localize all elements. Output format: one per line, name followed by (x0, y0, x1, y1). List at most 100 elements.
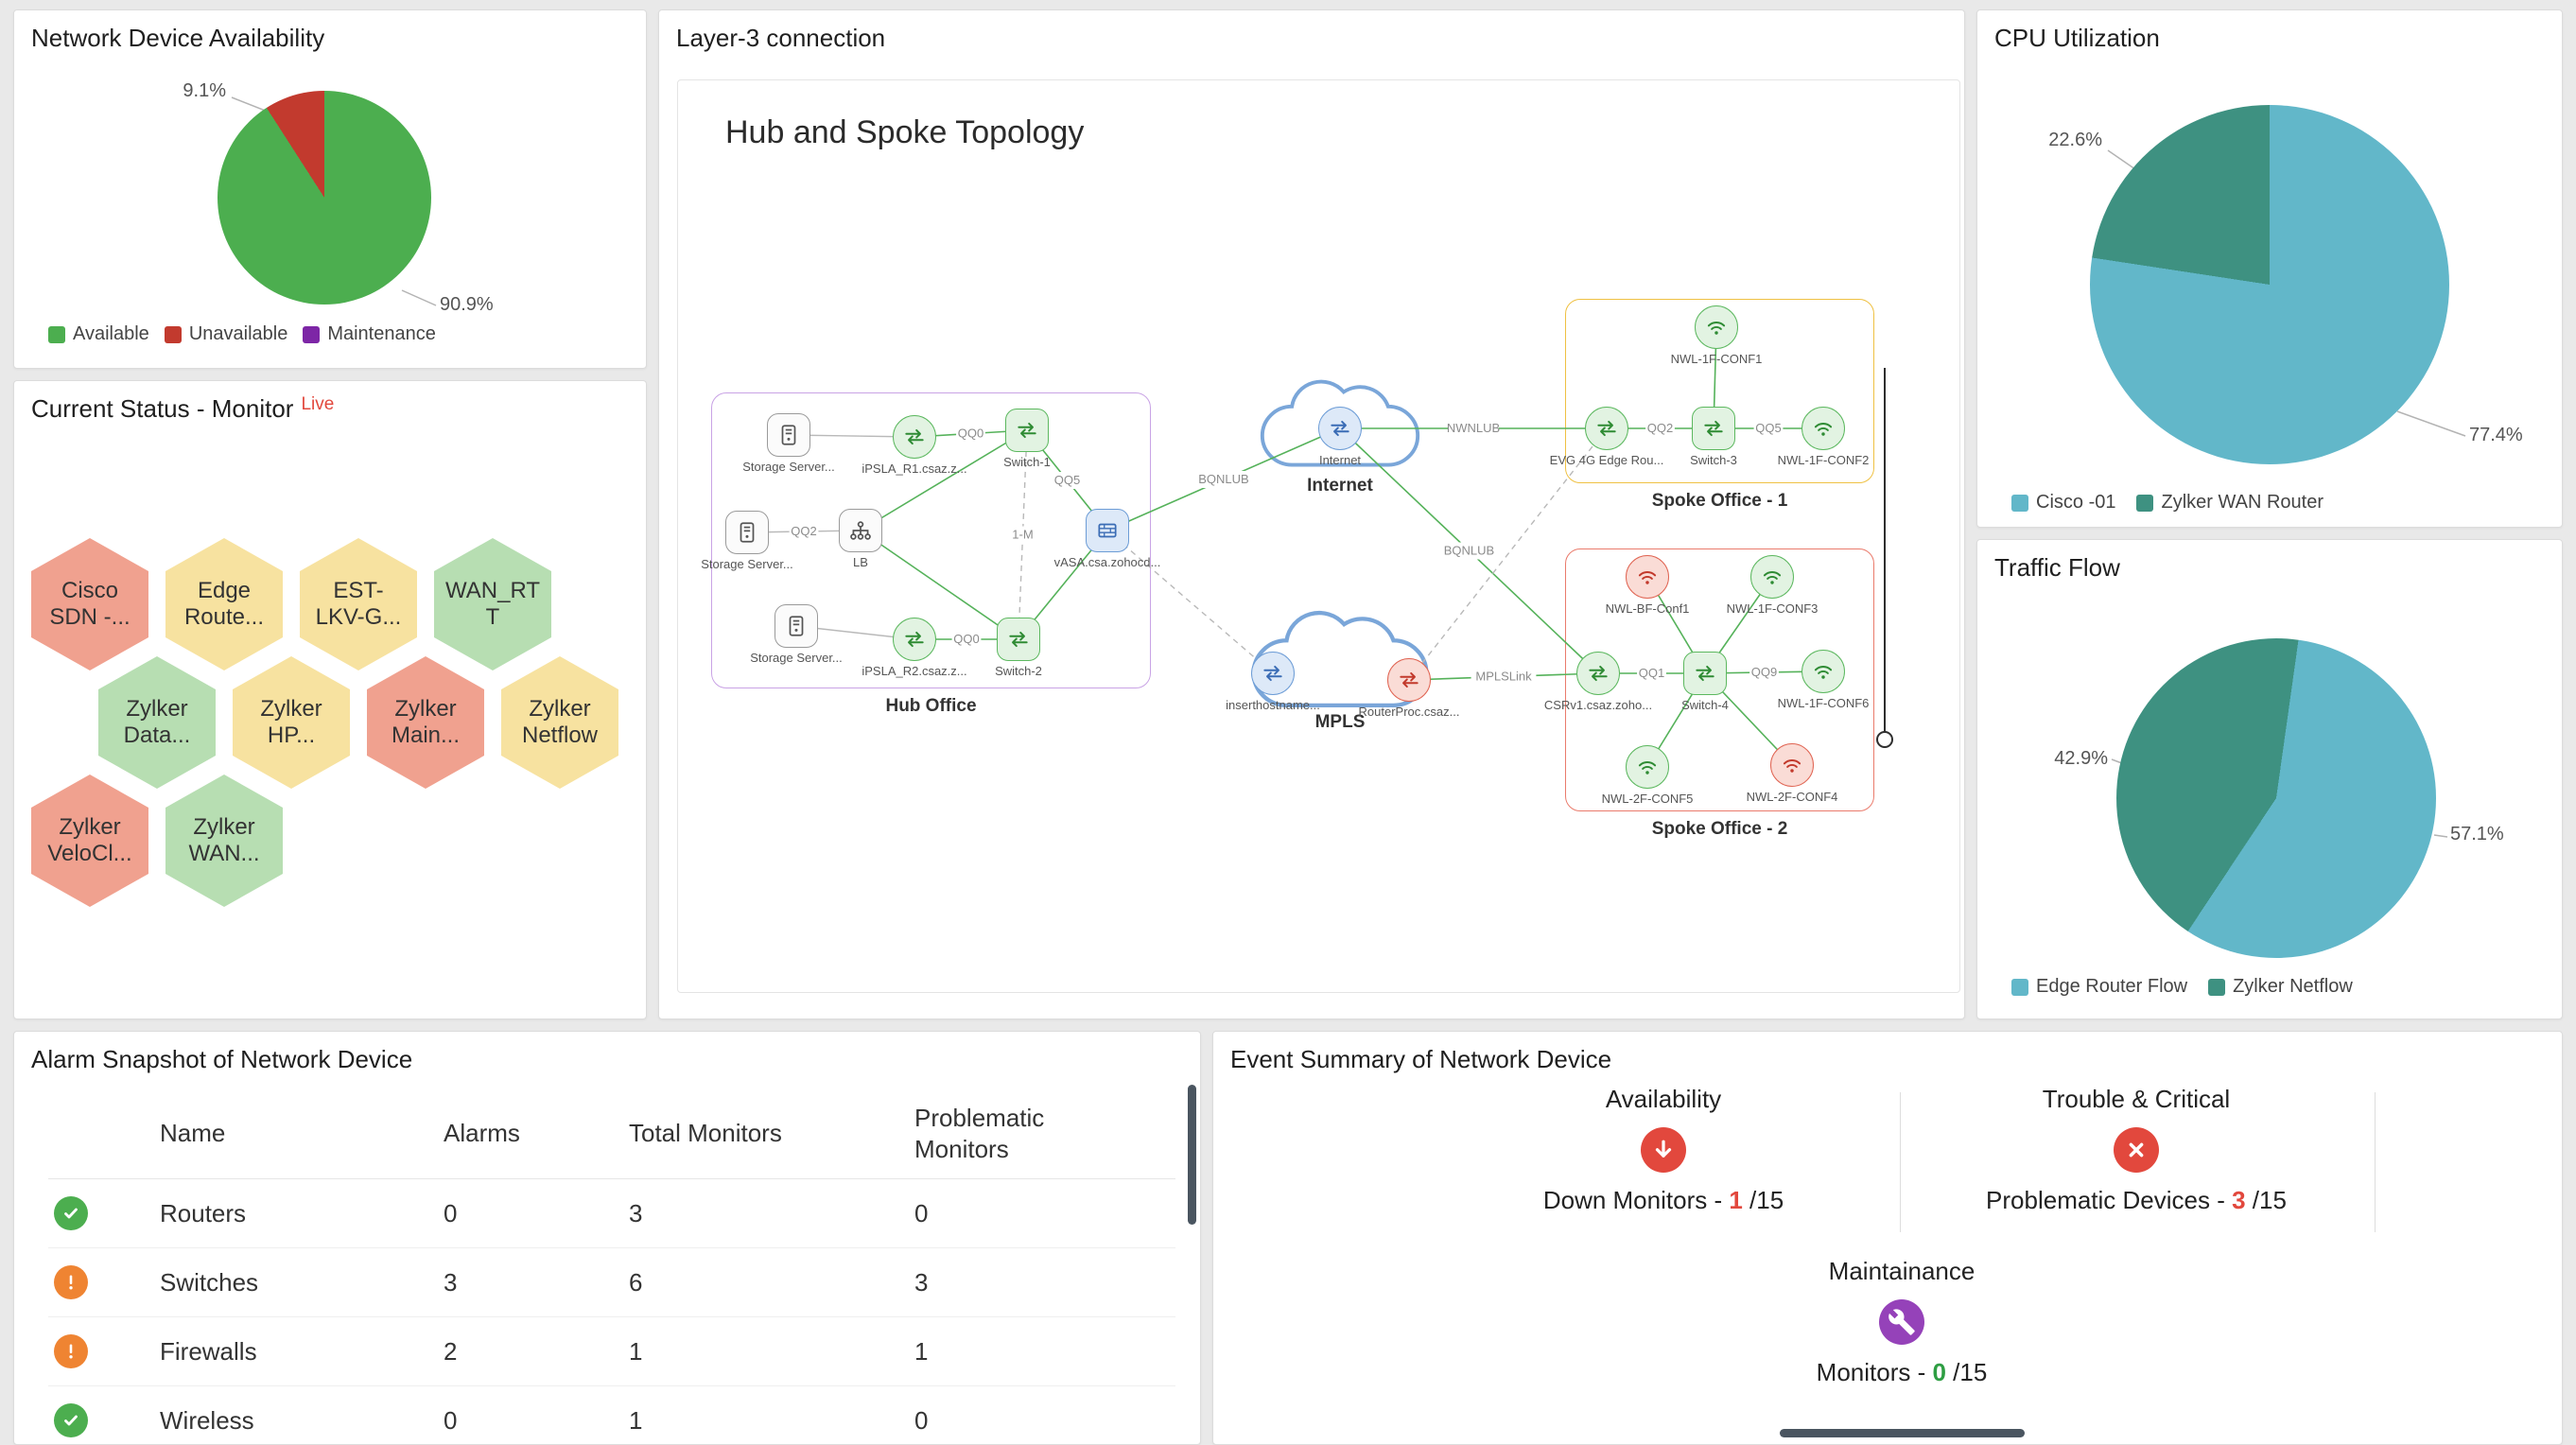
pie-label-netflow-pct: 42.9% (2054, 748, 2108, 769)
problematic-monitors-count: 0 (914, 1405, 929, 1435)
topology-node-vasa[interactable] (1086, 509, 1129, 552)
svg-text:QQ5: QQ5 (1054, 473, 1080, 487)
topology-node-c2[interactable] (1801, 407, 1845, 450)
server-icon (776, 423, 801, 447)
topology-node-ss2[interactable] (725, 511, 769, 554)
wifi-icon (1704, 315, 1729, 339)
monitor-hex-label: Zylker VeloCl... (47, 814, 132, 866)
topology-node-c3[interactable] (1750, 555, 1794, 599)
wifi-icon (1780, 753, 1804, 777)
monitor-hex-est-lkv-g[interactable]: EST-LKV-G... (300, 538, 417, 670)
traffic-pie-chart[interactable] (2116, 638, 2436, 958)
event-count: 1 (1729, 1186, 1743, 1214)
cpu-pie-chart[interactable] (2090, 105, 2449, 464)
topology-slider-handle[interactable] (1876, 731, 1893, 748)
panel-title: Layer-3 connection (676, 24, 886, 52)
legend-swatch (2208, 978, 2226, 996)
topology-node-r2[interactable] (893, 618, 936, 661)
topology-node-label: NWL-BF-Conf1 (1605, 601, 1690, 616)
status-warning-icon (54, 1334, 88, 1368)
topology-node-mp1[interactable] (1251, 652, 1295, 695)
svg-text:BQNLUB: BQNLUB (1444, 544, 1494, 558)
cloud-label: MPLS (1314, 712, 1366, 732)
header-name: Name (160, 1119, 226, 1147)
monitor-hex-zylker-netflow[interactable]: Zylker Netflow (501, 656, 618, 789)
topology-node-r1[interactable] (893, 415, 936, 459)
pie-label-edge-router-pct: 57.1% (2450, 824, 2504, 844)
topology-node-label: NWL-2F-CONF5 (1601, 792, 1694, 806)
topology-node-sw1[interactable] (1005, 409, 1049, 452)
topology-node-bf[interactable] (1626, 555, 1669, 599)
monitor-hex-cisco-sdn[interactable]: Cisco SDN -... (31, 538, 148, 670)
server-icon (735, 520, 759, 545)
topology-node-ss1[interactable] (767, 413, 810, 457)
legend-item[interactable]: Unavailable (164, 323, 287, 345)
monitor-hex-edge-route[interactable]: Edge Route... (165, 538, 283, 670)
legend-label: Edge Router Flow (2036, 976, 2188, 997)
legend-item[interactable]: Zylker Netflow (2208, 976, 2353, 998)
topology-slider-track[interactable] (1884, 368, 1886, 745)
legend-item[interactable]: Cisco -01 (2011, 492, 2115, 514)
event-card-trouble-critical: Trouble & Critical Problematic Devices -… (1947, 1085, 2325, 1215)
monitor-hex-label: Zylker Netflow (521, 696, 599, 748)
monitor-hex-zylker-wan[interactable]: Zylker WAN... (165, 775, 283, 907)
legend-item[interactable]: Available (48, 323, 149, 345)
topology-node-inet[interactable] (1318, 407, 1362, 450)
topology-node-csr[interactable] (1576, 652, 1620, 695)
topology-node-ss3[interactable] (775, 604, 818, 648)
monitor-hex-zylker-main[interactable]: Zylker Main... (367, 656, 484, 789)
legend-item[interactable]: Edge Router Flow (2011, 976, 2187, 998)
monitor-hex-label: Zylker WAN... (188, 814, 260, 866)
topology-node-label: RouterProc.csaz... (1358, 705, 1460, 719)
topology-node-c5[interactable] (1626, 745, 1669, 789)
topology-node-label: NWL-1F-CONF1 (1670, 352, 1763, 366)
topology-node-mp2[interactable] (1387, 658, 1431, 702)
panel-network-device-availability: Network Device Availability 9.1% 90.9% A… (13, 9, 647, 369)
wifi-icon (1811, 416, 1836, 441)
topology-node-label: Storage Server... (750, 651, 843, 665)
router-icon (1261, 661, 1285, 686)
firewall-icon (1095, 518, 1120, 543)
panel-title: Event Summary of Network Device (1230, 1045, 1612, 1073)
panel-event-summary: Event Summary of Network Device Availabi… (1212, 1031, 2563, 1445)
topology-node-evg[interactable] (1585, 407, 1628, 450)
alarm-vertical-scrollbar[interactable] (1188, 1085, 1196, 1225)
alarms-count: 0 (444, 1405, 458, 1435)
monitor-hex-wan-rtt[interactable]: WAN_RTT (434, 538, 551, 670)
event-count: 3 (2232, 1186, 2246, 1214)
header-alarms: Alarms (444, 1119, 520, 1147)
monitor-hex-zylker-hp[interactable]: Zylker HP... (233, 656, 350, 789)
event-horizontal-scrollbar[interactable] (1780, 1429, 2025, 1437)
topology-node-c1[interactable] (1695, 305, 1738, 349)
topology-node-label: CSRv1.csaz.zoho... (1543, 698, 1653, 712)
legend-item[interactable]: Zylker WAN Router (2136, 492, 2324, 514)
problematic-monitors-count: 1 (914, 1336, 929, 1366)
legend-item[interactable]: Maintenance (303, 323, 436, 345)
topology-node-sw3[interactable] (1692, 407, 1735, 450)
event-card-heading: Availability (1605, 1085, 1722, 1113)
monitor-hex-zylker-data[interactable]: Zylker Data... (98, 656, 216, 789)
alarm-table: Name Alarms Total Monitors Problematic M… (48, 1088, 1175, 1445)
topology-node-label: NWL-2F-CONF4 (1746, 790, 1838, 804)
topology-node-sw2[interactable] (997, 618, 1040, 661)
monitor-hex-zylker-velocl[interactable]: Zylker VeloCl... (31, 775, 148, 907)
topology-node-sw4[interactable] (1683, 652, 1727, 695)
wifi-icon (1760, 565, 1784, 589)
panel-title: CPU Utilization (1994, 24, 2160, 52)
router-icon (902, 627, 927, 652)
topology-node-c4[interactable] (1770, 743, 1814, 787)
topology-node-label: Storage Server... (742, 460, 835, 474)
total-monitors-count: 1 (629, 1336, 643, 1366)
topology-node-c6[interactable] (1801, 650, 1845, 693)
availability-pie-chart[interactable] (218, 91, 431, 305)
topology-node-lb[interactable] (839, 509, 882, 552)
legend-label: Maintenance (327, 323, 436, 344)
event-card-maintenance: Maintainance Monitors - 0 /15 (1713, 1257, 2091, 1387)
event-card-text: Problematic Devices - 3 /15 (1986, 1186, 2287, 1214)
event-divider (2375, 1092, 2376, 1232)
